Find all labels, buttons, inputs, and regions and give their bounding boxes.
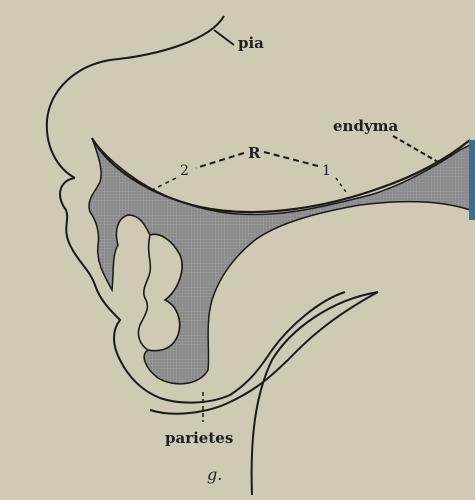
leader-2 [148,178,176,192]
label-pia: pia [238,34,264,52]
pia-outline [47,16,224,178]
leader-1 [336,178,346,192]
label-parietes: parietes [165,429,233,447]
right-edge-blue-band [469,140,475,220]
leader-r-to-1 [264,152,318,166]
central-stem-outline [252,292,378,495]
leader-r-to-2 [196,153,244,168]
pia-tick [214,30,234,45]
label-2: 2 [180,163,189,179]
label-1: 1 [322,163,331,179]
leader-endyma [393,136,438,162]
label-endyma: endyma [333,117,399,135]
figure-mark: g. [207,465,222,484]
label-r: R [248,144,261,162]
